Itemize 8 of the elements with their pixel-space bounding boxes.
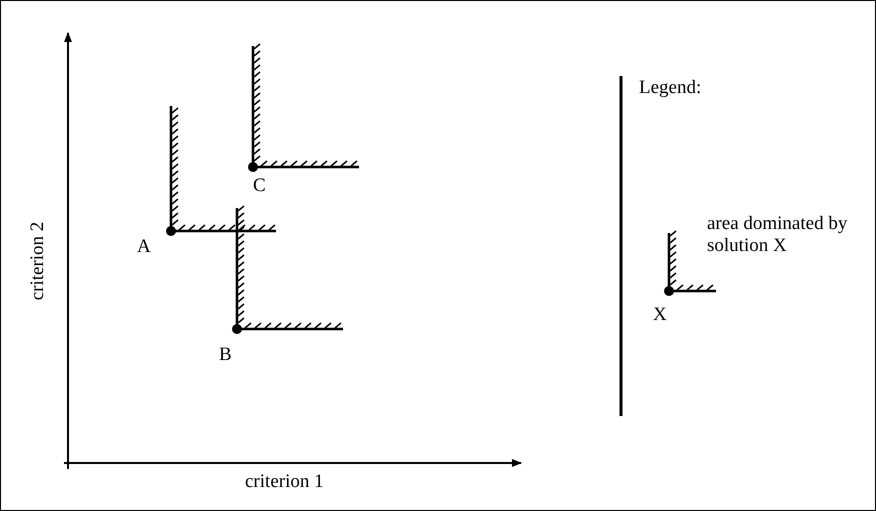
point-label: A <box>137 236 151 258</box>
point-label: X <box>653 304 667 326</box>
legend-heading: Legend: <box>639 77 702 99</box>
point-label: C <box>253 175 266 197</box>
axis-label: criterion 1 <box>245 471 324 493</box>
axis-label: criterion 2 <box>27 222 49 300</box>
legend-text: area dominated by solution X <box>707 213 848 257</box>
point-label: B <box>219 344 232 366</box>
